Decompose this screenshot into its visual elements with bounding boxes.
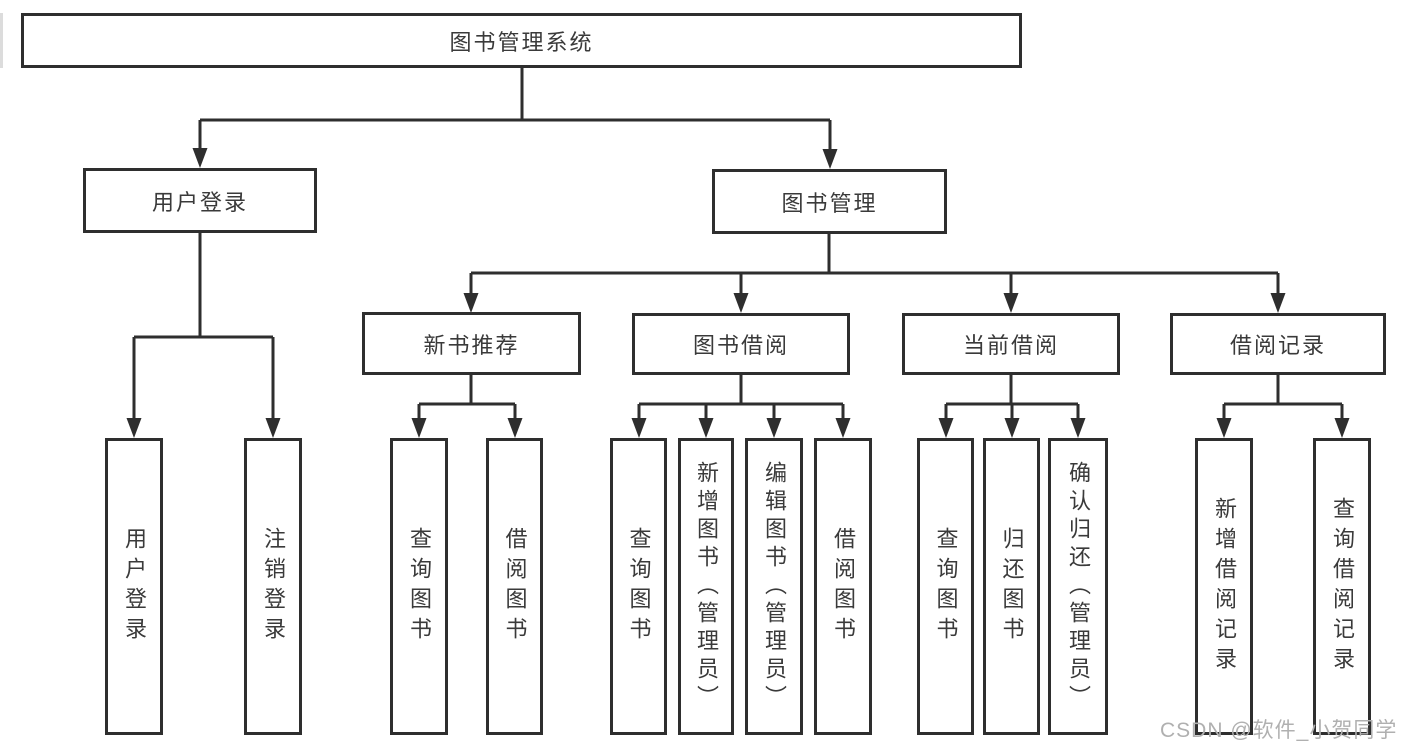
screen-edge-artifact bbox=[0, 13, 3, 68]
connector-borrowing-records bbox=[1216, 375, 1350, 438]
leaf-borrow-books-recommend: 借阅图书 bbox=[486, 438, 543, 735]
leaf-user-login: 用户登录 bbox=[105, 438, 163, 735]
node-borrowing-records: 借阅记录 bbox=[1170, 313, 1386, 375]
leaf-query-borrow-record: 查询借阅记录 bbox=[1313, 438, 1371, 735]
connector-new-book-recommend bbox=[411, 375, 523, 438]
leaf-add-borrow-record: 新增借阅记录 bbox=[1195, 438, 1253, 735]
leaf-borrow-books-borrowing: 借阅图书 bbox=[814, 438, 872, 735]
csdn-watermark: CSDN @软件_小贺同学 bbox=[1160, 719, 1398, 742]
connector-root bbox=[192, 68, 838, 169]
leaf-return-books: 归还图书 bbox=[983, 438, 1040, 735]
leaf-edit-books-admin: 编辑图书（管理员） bbox=[745, 438, 803, 735]
leaf-confirm-return-admin: 确认归还（管理员） bbox=[1048, 438, 1108, 735]
leaf-add-books-admin: 新增图书（管理员） bbox=[678, 438, 734, 735]
leaf-logout: 注销登录 bbox=[244, 438, 302, 735]
leaf-query-books-current: 查询图书 bbox=[917, 438, 974, 735]
connector-user-login bbox=[126, 233, 281, 438]
node-root-library-system: 图书管理系统 bbox=[21, 13, 1022, 68]
node-new-book-recommend: 新书推荐 bbox=[362, 312, 581, 375]
connector-current-borrowing bbox=[938, 375, 1086, 438]
leaf-query-books-recommend: 查询图书 bbox=[390, 438, 448, 735]
connector-book-management bbox=[463, 234, 1286, 313]
connector-book-borrowing bbox=[631, 375, 851, 438]
node-current-borrowing: 当前借阅 bbox=[902, 313, 1120, 375]
node-book-management: 图书管理 bbox=[712, 169, 947, 234]
node-book-borrowing: 图书借阅 bbox=[632, 313, 850, 375]
node-user-login: 用户登录 bbox=[83, 168, 317, 233]
leaf-query-books-borrowing: 查询图书 bbox=[610, 438, 667, 735]
